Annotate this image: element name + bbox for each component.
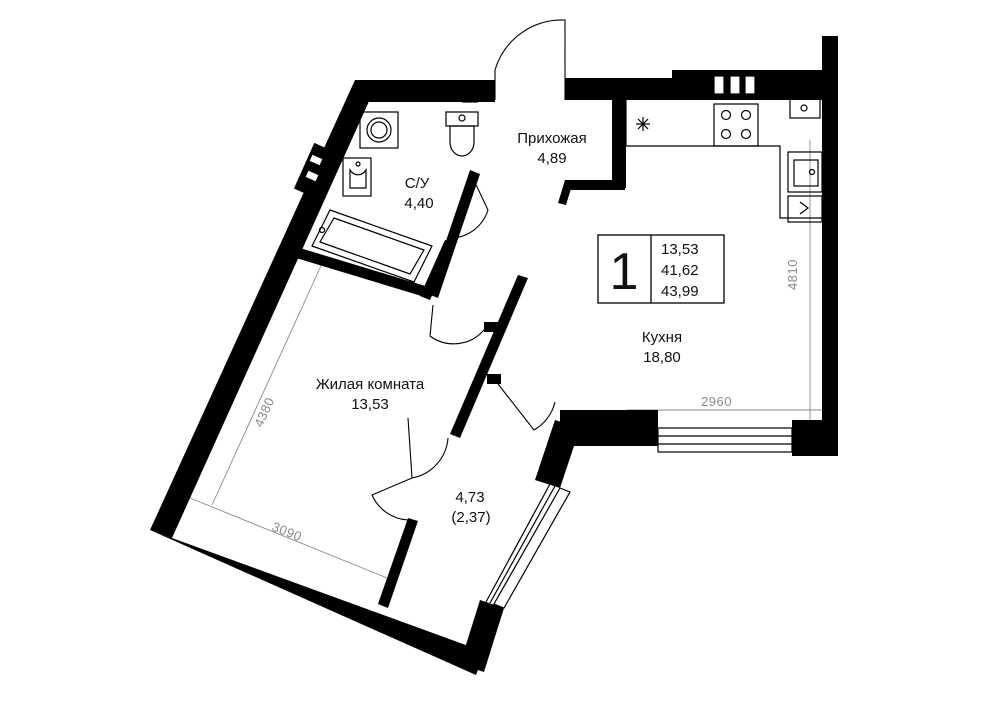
living-room-area: 13,53 — [351, 396, 389, 413]
bathroom-name: С/У — [405, 175, 430, 192]
window-kitchen-bottom — [657, 427, 793, 453]
kitchen-area: 18,80 — [643, 349, 681, 366]
summary-badge: 1 13,53 41,62 43,99 — [597, 234, 725, 304]
boiler-icon — [781, 73, 821, 119]
balcony-area: 4,73 — [455, 489, 484, 506]
hallway-name: Прихожая — [517, 130, 587, 147]
ventilation-icon — [636, 117, 650, 131]
sink-icon — [342, 157, 372, 197]
kitchen-sink-icon — [787, 151, 823, 193]
rooms-count: 1 — [610, 243, 639, 301]
stove-icon — [713, 103, 759, 147]
dimension-lines — [189, 140, 822, 581]
total-area-value: 41,62 — [661, 262, 699, 279]
window-left — [304, 153, 324, 183]
kitchen-length: 4810 — [785, 259, 800, 290]
total-area-balcony-value: 43,99 — [661, 283, 699, 300]
riser-icon — [462, 89, 478, 103]
bathtub-icon — [311, 209, 433, 283]
walls — [150, 36, 838, 675]
living-area-value: 13,53 — [661, 241, 699, 258]
balcony-reduced-area: (2,37) — [451, 509, 490, 526]
kitchen-counter — [625, 100, 822, 219]
toilet-icon — [445, 111, 479, 157]
doors — [371, 19, 566, 521]
fridge-icon — [787, 195, 823, 223]
window-kitchen-top — [713, 75, 756, 95]
bathroom-area: 4,40 — [404, 195, 433, 212]
window-balcony — [485, 483, 571, 609]
hallway-area: 4,89 — [537, 150, 566, 167]
kitchen-name: Кухня — [642, 329, 682, 346]
living-room-width: 3090 — [270, 519, 304, 544]
washing-machine-icon — [359, 111, 399, 149]
kitchen-width: 2960 — [701, 394, 732, 409]
living-room-length: 4380 — [251, 395, 277, 429]
room-labels: Прихожая 4,89 С/У 4,40 Кухня 18,80 Жилая… — [316, 130, 682, 526]
living-room-name: Жилая комната — [316, 376, 425, 393]
